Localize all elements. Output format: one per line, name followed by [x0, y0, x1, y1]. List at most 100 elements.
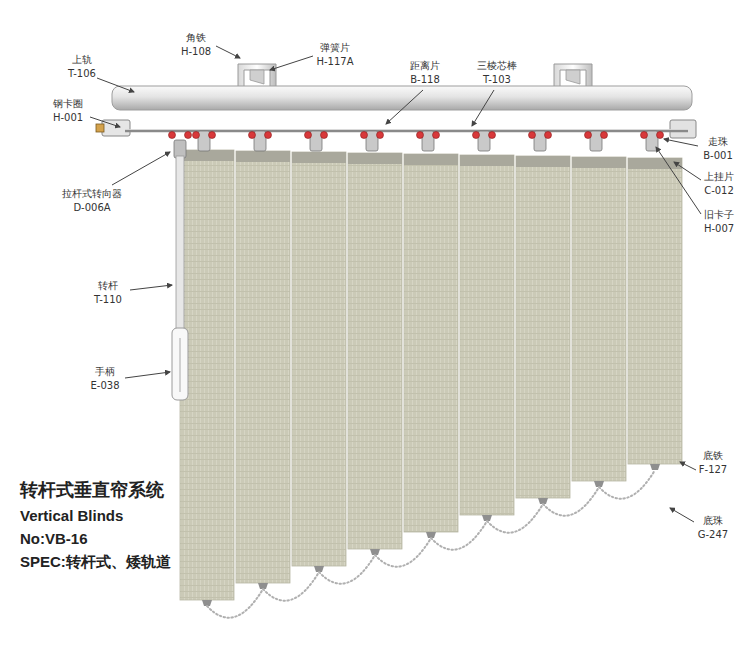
illustration-part — [348, 153, 402, 164]
illustration-part — [176, 156, 184, 336]
part-code: E-038 — [90, 380, 119, 392]
illustration-part — [185, 132, 192, 139]
illustration-part — [670, 508, 694, 522]
illustration-part — [487, 504, 543, 533]
illustration-part — [529, 132, 536, 139]
illustration-part — [172, 328, 188, 400]
illustration-part — [545, 132, 552, 139]
diagram-title: 转杆式垂直帘系统 — [20, 478, 164, 502]
illustration-part — [422, 131, 434, 151]
part-name: 走珠 — [708, 136, 728, 148]
illustration-part — [680, 462, 696, 470]
illustration-part — [516, 156, 570, 498]
leader-lines — [90, 46, 701, 522]
illustration-part — [254, 131, 266, 151]
part-code: H-117A — [316, 56, 353, 68]
part-name: 三棱芯棒 — [477, 60, 517, 72]
pull-rod — [172, 140, 188, 400]
illustration-part — [263, 572, 319, 601]
part-code: B-001 — [703, 150, 733, 162]
part-name: 拉杆式转向器 — [62, 188, 122, 200]
illustration-part — [650, 464, 660, 470]
illustration-part — [404, 154, 458, 165]
illustration-part — [664, 139, 698, 146]
illustration-part — [534, 131, 546, 151]
illustration-part — [96, 124, 104, 132]
part-name: 上挂片 — [704, 171, 734, 183]
illustration-part — [207, 589, 263, 618]
slats — [180, 150, 682, 606]
illustration-part — [250, 70, 264, 84]
illustration-part — [670, 120, 696, 138]
illustration-part — [112, 152, 170, 185]
illustration-part — [125, 129, 688, 130]
illustration-part — [321, 132, 328, 139]
head-rail — [96, 86, 696, 138]
illustration-part — [348, 153, 402, 549]
part-name: 角铁 — [186, 32, 206, 44]
part-code: C-012 — [704, 185, 734, 197]
part-code: D-006A — [73, 202, 110, 214]
illustration-part — [198, 131, 210, 151]
illustration-part — [169, 132, 176, 139]
illustration-part — [433, 132, 440, 139]
illustration-part — [310, 131, 322, 151]
illustration-part — [361, 132, 368, 139]
illustration-part — [366, 131, 378, 151]
illustration-part — [585, 132, 592, 139]
illustration-part — [236, 151, 290, 162]
illustration-part — [656, 147, 701, 214]
illustration-part — [209, 132, 216, 139]
illustration-part — [460, 155, 514, 166]
illustration-part — [566, 70, 580, 84]
illustration-part — [130, 285, 172, 290]
spec-line: SPEC:转杆式、矮轨道 — [20, 553, 171, 572]
illustration-part — [193, 132, 200, 139]
illustration-part — [404, 154, 458, 532]
illustration-part — [489, 132, 496, 139]
illustration-part — [265, 132, 272, 139]
part-name: 钢卡圈 — [53, 98, 83, 110]
part-name: 上轨 — [72, 54, 92, 66]
illustration-part — [572, 157, 626, 168]
illustration-part — [292, 152, 346, 566]
illustration-part — [460, 155, 514, 515]
part-code: T-106 — [68, 68, 96, 80]
illustration-part — [375, 538, 431, 567]
part-code: T-103 — [483, 74, 511, 86]
part-code: G-247 — [698, 529, 728, 541]
illustration-part — [216, 46, 240, 58]
illustration-part — [472, 90, 494, 126]
illustration-part — [543, 487, 599, 516]
part-name: 手柄 — [95, 366, 115, 378]
illustration-part — [628, 158, 682, 169]
illustration-part — [236, 151, 290, 583]
illustration-part — [292, 152, 346, 163]
illustration-part — [628, 158, 682, 464]
illustration-part — [305, 132, 312, 139]
part-name: 底珠 — [703, 515, 723, 527]
illustration-part — [431, 521, 487, 550]
part-code: T-110 — [94, 294, 122, 306]
illustration-part — [572, 157, 626, 481]
part-name: 距离片 — [410, 60, 440, 72]
spec-line: Vertical Blinds — [20, 507, 123, 524]
illustration-part — [377, 132, 384, 139]
illustration-part — [657, 132, 664, 139]
illustration-part — [90, 117, 120, 127]
illustration-part — [590, 131, 602, 151]
illustration-part — [125, 372, 170, 378]
illustration-part — [599, 470, 655, 499]
part-code: H-007 — [704, 223, 734, 235]
bottom-chains — [207, 470, 655, 618]
spec-line: No:VB-16 — [20, 530, 88, 547]
illustration-part — [180, 150, 234, 161]
illustration-part — [478, 131, 490, 151]
part-name: 转杆 — [98, 280, 118, 292]
illustration-part — [601, 132, 608, 139]
illustration-part — [270, 56, 313, 70]
illustration-part — [516, 156, 570, 167]
part-name: 弹簧片 — [320, 42, 350, 54]
